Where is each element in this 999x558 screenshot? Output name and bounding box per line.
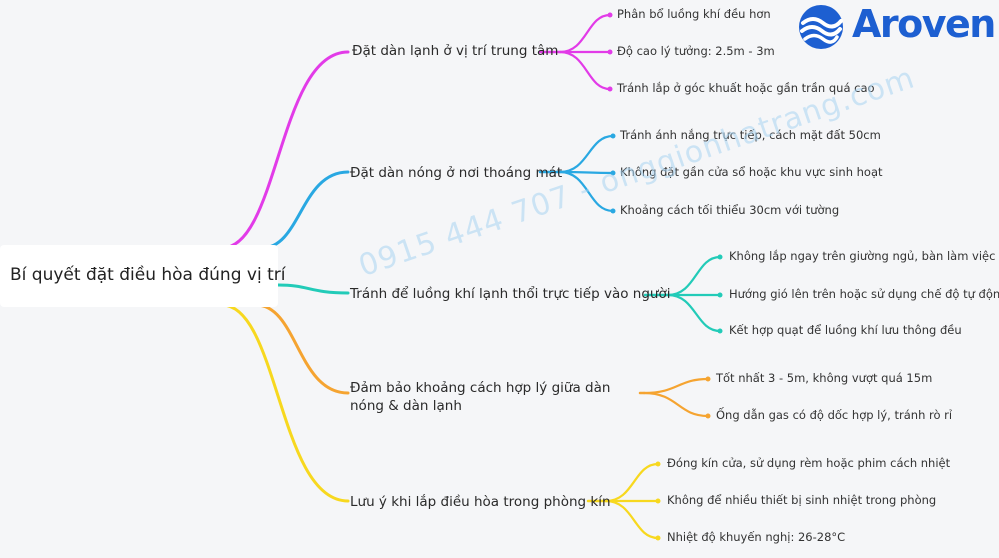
leaf-dot-2-3 bbox=[610, 208, 616, 214]
leaf-connector-4-2 bbox=[642, 391, 710, 418]
leaf-dot-3-1 bbox=[717, 254, 723, 260]
branch-label-2: Đặt dàn nóng ở nơi thoáng mát bbox=[350, 165, 563, 181]
leaf-label-1-3: Tránh lắp ở góc khuất hoặc gần trần quá … bbox=[617, 81, 875, 95]
leaf-dot-2-1 bbox=[610, 133, 616, 139]
root-label: Bí quyết đặt điều hòa đúng vị trí bbox=[10, 265, 286, 285]
branch-label-4: Đảm bảo khoảng cách hợp lý giữa dàn nóng… bbox=[350, 380, 611, 415]
leaf-label-3-2: Hướng gió lên trên hoặc sử dụng chế độ t… bbox=[729, 287, 999, 301]
leaf-label-5-2: Không để nhiều thiết bị sinh nhiệt trong… bbox=[667, 493, 937, 507]
leaf-label-3-3: Kết hợp quạt để luồng khí lưu thông đều bbox=[729, 323, 962, 337]
leaf-label-1-1: Phân bổ luồng khí đều hơn bbox=[617, 7, 771, 21]
leaf-dot-1-1 bbox=[607, 12, 613, 18]
branch-label-3: Tránh để luồng khí lạnh thổi trực tiếp v… bbox=[350, 286, 671, 302]
leaf-connector-1-3 bbox=[558, 50, 612, 91]
leaf-dot-3-2 bbox=[717, 292, 723, 298]
leaf-connector-3-1 bbox=[666, 255, 722, 297]
leaf-label-3-1: Không lắp ngay trên giường ngủ, bàn làm … bbox=[729, 249, 996, 263]
leaf-dot-4-1 bbox=[705, 376, 711, 382]
leaf-connector-1-1 bbox=[558, 13, 612, 54]
branch-connector-5 bbox=[220, 303, 350, 503]
leaf-dot-3-3 bbox=[717, 328, 723, 334]
leaf-label-2-1: Tránh ánh nắng trực tiếp, cách mặt đất 5… bbox=[620, 128, 881, 142]
leaf-dot-2-2 bbox=[610, 170, 616, 176]
leaf-dot-1-2 bbox=[607, 49, 613, 55]
leaf-label-2-2: Không đặt gần cửa sổ hoặc khu vực sinh h… bbox=[620, 165, 883, 179]
leaf-dot-5-3 bbox=[655, 535, 661, 541]
leaf-label-4-2: Ống dẫn gas có độ dốc hợp lý, tránh rò r… bbox=[716, 408, 953, 422]
leaf-connector-3-3 bbox=[666, 293, 722, 333]
leaf-dot-1-3 bbox=[607, 86, 613, 92]
branch-label-5: Lưu ý khi lắp điều hòa trong phòng kín bbox=[350, 494, 611, 510]
leaf-label-4-1: Tốt nhất 3 - 5m, không vượt quá 15m bbox=[716, 371, 933, 385]
leaf-connector-2-3 bbox=[558, 170, 615, 213]
branch-connector-3 bbox=[276, 283, 350, 295]
leaf-label-5-3: Nhiệt độ khuyến nghị: 26-28°C bbox=[667, 530, 846, 544]
leaf-dot-5-2 bbox=[655, 498, 661, 504]
leaf-label-2-3: Khoảng cách tối thiểu 30cm với tường bbox=[620, 203, 840, 217]
branch-connector-4 bbox=[254, 303, 350, 395]
branch-label-1: Đặt dàn lạnh ở vị trí trung tâm bbox=[352, 43, 559, 59]
aroven-logo-icon bbox=[799, 5, 843, 49]
leaf-dot-5-1 bbox=[655, 461, 661, 467]
leaf-label-5-1: Đóng kín cửa, sử dụng rèm hoặc phim cách… bbox=[667, 456, 951, 470]
branch-connector-1 bbox=[220, 50, 350, 250]
leaf-label-1-2: Độ cao lý tưởng: 2.5m - 3m bbox=[617, 44, 775, 58]
brand-logo-text: Aroven bbox=[852, 2, 996, 46]
leaf-dot-4-2 bbox=[705, 413, 711, 419]
leaf-connector-5-3 bbox=[604, 499, 660, 540]
leaf-connector-5-1 bbox=[604, 462, 660, 503]
branch-connector-2 bbox=[260, 170, 350, 250]
leaf-connector-4-1 bbox=[642, 377, 710, 395]
root-node bbox=[0, 245, 278, 307]
